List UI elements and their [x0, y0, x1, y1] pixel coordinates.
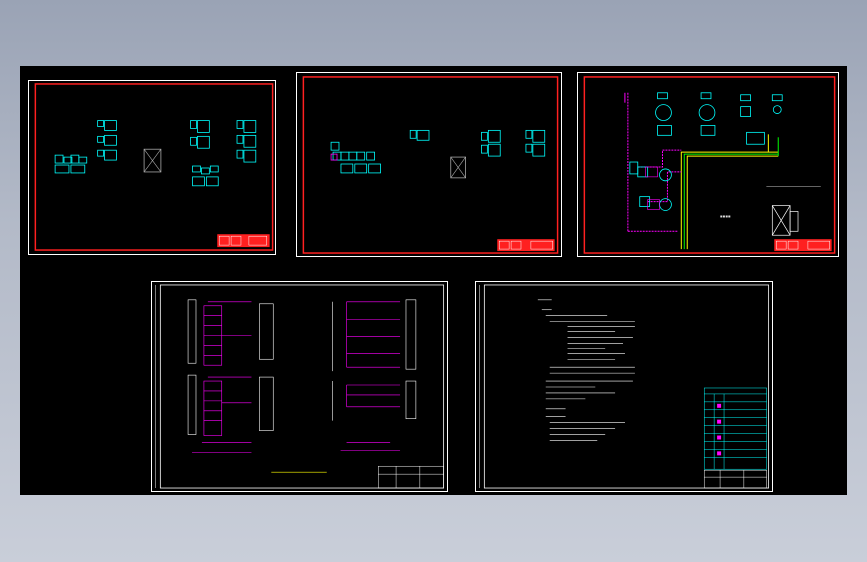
sheet-5-inner-frame	[483, 284, 770, 489]
sheet-1-red-frame	[34, 83, 274, 251]
sheet-3-red-frame	[583, 76, 836, 254]
sheet-5-title-block	[703, 469, 767, 489]
sheet-5-legend-table	[703, 387, 767, 470]
sheet-1-drawing	[34, 83, 274, 251]
sheet-5-legend-symbols	[717, 403, 722, 456]
sheet-5-notes-lines	[537, 299, 635, 441]
sheet-3-drawing: ▪▪▪▪	[583, 76, 836, 254]
sheet-4-panel-upper-left	[187, 299, 274, 366]
sheet-4-drawing	[155, 284, 445, 489]
sheet-2-red-frame	[302, 76, 559, 254]
sheet-3-equipment	[629, 92, 783, 211]
drawing-sheet-5[interactable]	[475, 281, 773, 492]
sheet-4-panel-lower-left	[187, 374, 274, 453]
sheet-2-cross-box	[450, 156, 466, 179]
sheet-1-symbol-group-mid	[97, 120, 117, 161]
drawing-viewport[interactable]: ▪▪▪▪	[20, 66, 847, 495]
sheet-4-title-block	[377, 465, 444, 489]
sheet-4-panel-lower-right	[332, 380, 417, 451]
sheet-2-title-block	[497, 239, 555, 252]
sheet-2-symbol-group-left	[330, 141, 381, 174]
sheet-3-pipes	[624, 92, 821, 250]
drawing-sheet-4[interactable]	[151, 281, 448, 492]
sheet-2-drawing	[302, 76, 559, 254]
sheet-1-cross-box	[143, 148, 162, 173]
sheet-3-room-label: ▪▪▪▪	[720, 213, 731, 218]
drawing-sheet-2[interactable]	[296, 72, 562, 257]
drawing-sheet-3[interactable]: ▪▪▪▪	[577, 72, 839, 257]
sheet-1-symbol-group-left	[54, 154, 88, 174]
sheet-4-inner-frame	[159, 284, 445, 489]
sheet-1-title-block	[217, 234, 270, 248]
sheet-3-tank	[771, 205, 799, 236]
drawing-sheet-1[interactable]	[28, 80, 276, 255]
sheet-2-symbol-group-mid	[409, 129, 430, 141]
sheet-2-symbol-group-right	[481, 129, 546, 157]
sheet-3-title-block	[774, 239, 832, 252]
sheet-4-panel-upper-right	[332, 299, 417, 372]
sheet-1-symbol-group-right	[190, 120, 257, 187]
sheet-5-drawing	[479, 284, 770, 489]
